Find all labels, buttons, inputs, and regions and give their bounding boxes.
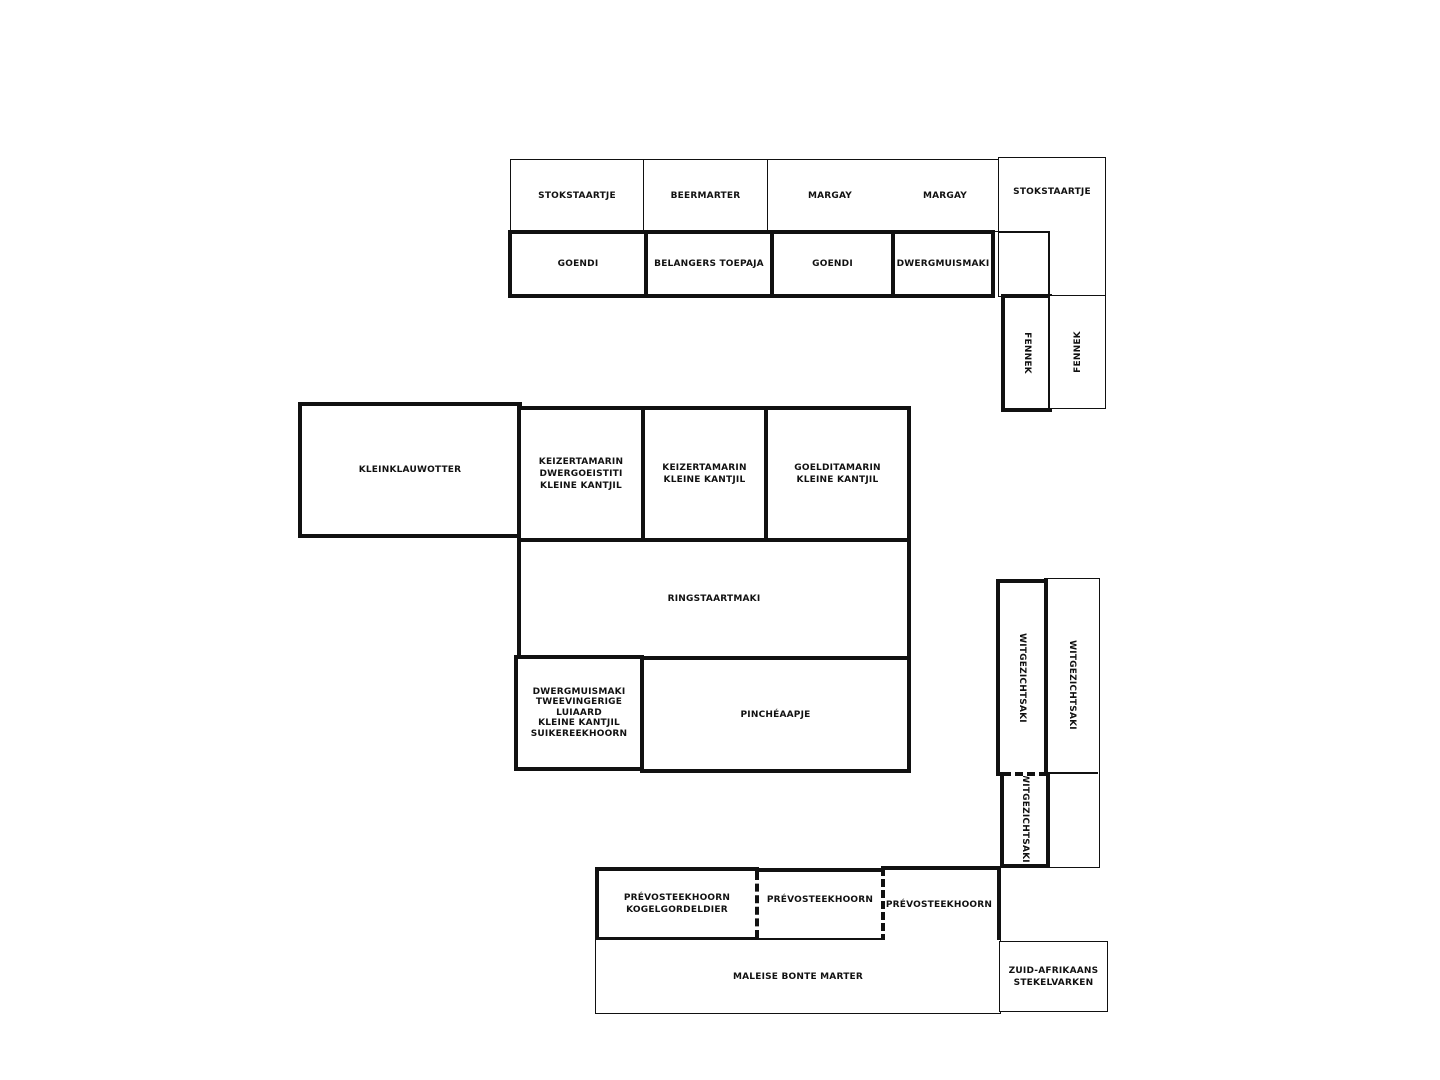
enclosure-label: Stokstaartje xyxy=(1013,187,1091,197)
wall-line xyxy=(1046,772,1098,774)
dashed-divider xyxy=(881,868,885,942)
enclosure-label: Beermarter xyxy=(670,190,741,201)
enclosure-witgezichtsaki-left-top[interactable]: Witgezichtsaki xyxy=(996,579,1048,776)
enclosure-fennek-left[interactable]: Fennek xyxy=(1001,294,1052,412)
enclosure-label: Witgezichtsaki xyxy=(1020,773,1031,863)
enclosure-label: Dwergmuismaki Tweevingerige luiaard Klei… xyxy=(530,686,628,739)
enclosure-belangers-toepaja[interactable]: Belangers toepaja xyxy=(644,230,774,298)
enclosure-label: Margay xyxy=(922,190,968,201)
enclosure-pincheaapje[interactable]: Pinchéaapje xyxy=(640,656,911,773)
dashed-divider xyxy=(1003,772,1047,776)
enclosure-fennek-right[interactable]: Fennek xyxy=(1049,295,1106,409)
enclosure-prevosteekhoorn-1[interactable]: Prévosteekhoorn Kogelgordeldier xyxy=(595,867,759,941)
enclosure-label: Fennek xyxy=(1021,332,1032,374)
enclosure-witgezichtsaki-left-bottom[interactable]: Witgezichtsaki xyxy=(1000,772,1050,868)
enclosure-label: Ringstaartmaki xyxy=(667,594,761,604)
enclosure-margay-2[interactable]: Margay xyxy=(891,159,1000,232)
enclosure-ringstaartmaki[interactable]: Ringstaartmaki xyxy=(517,538,911,660)
enclosure-dwergmuismaki-top[interactable]: Dwergmuismaki xyxy=(891,230,995,298)
enclosure-label: Goelditamarin Kleine kantjil xyxy=(794,463,881,485)
enclosure-zuid-afrikaans-stekelvarken[interactable]: Zuid-Afrikaans stekelvarken xyxy=(999,941,1108,1012)
enclosure-goelditamarin[interactable]: Goelditamarin Kleine kantjil xyxy=(764,406,911,542)
enclosure-goendi-2[interactable]: Goendi xyxy=(770,230,895,298)
enclosure-label: Keizertamarin Kleine kantjil xyxy=(662,463,747,485)
wall-line xyxy=(1048,231,1050,297)
enclosure-label: Goendi xyxy=(557,259,599,269)
enclosure-label: Stokstaartje xyxy=(538,190,616,201)
enclosure-label: Dwergmuismaki xyxy=(896,259,990,269)
enclosure-label: Maleise bonte marter xyxy=(732,971,864,982)
enclosure-label: Fennek xyxy=(1072,331,1083,373)
wall-line xyxy=(998,231,1049,233)
notch-fill xyxy=(999,232,1048,296)
enclosure-kleinklauwotter[interactable]: Kleinklauwotter xyxy=(298,402,522,538)
enclosure-label: Goendi xyxy=(812,259,853,269)
enclosure-label: Kleinklauwotter xyxy=(358,465,462,475)
enclosure-label: Pinchéaapje xyxy=(740,709,811,720)
enclosure-label: Prévosteekhoorn xyxy=(766,895,874,905)
enclosure-stokstaartje-1[interactable]: Stokstaartje xyxy=(510,159,644,232)
enclosure-label: Zuid-Afrikaans stekelvarken xyxy=(1008,965,1099,988)
enclosure-label: Keizertamarin Dwergoeistiti Kleine kantj… xyxy=(538,457,624,491)
enclosure-keizertamarin-a[interactable]: Keizertamarin Dwergoeistiti Kleine kantj… xyxy=(517,406,645,542)
enclosure-margay-1[interactable]: Margay xyxy=(767,159,892,232)
enclosure-maleise-bonte-marter[interactable]: Maleise bonte marter xyxy=(595,940,1001,1014)
enclosure-label: Margay xyxy=(807,190,853,201)
enclosure-keizertamarin-b[interactable]: Keizertamarin Kleine kantjil xyxy=(641,406,768,542)
enclosure-prevosteekhoorn-2[interactable]: Prévosteekhoorn xyxy=(755,868,885,942)
enclosure-beermarter[interactable]: Beermarter xyxy=(643,159,768,232)
enclosure-label: Prévosteekhoorn xyxy=(885,900,993,910)
enclosure-label: Prévosteekhoorn Kogelgordeldier xyxy=(623,893,731,915)
enclosure-prevosteekhoorn-3[interactable]: Prévosteekhoorn xyxy=(881,866,1001,944)
enclosure-goendi-1[interactable]: Goendi xyxy=(508,230,648,298)
enclosure-label: Belangers toepaja xyxy=(654,259,764,269)
enclosure-witgezichtsaki-right[interactable]: Witgezichtsaki xyxy=(1044,578,1100,868)
enclosure-label: Witgezichtsaki xyxy=(1067,640,1078,730)
enclosure-label: Witgezichtsaki xyxy=(1017,632,1028,723)
enclosure-dwergmuismaki-mixed[interactable]: Dwergmuismaki Tweevingerige luiaard Klei… xyxy=(514,655,644,771)
dashed-divider xyxy=(755,872,759,938)
